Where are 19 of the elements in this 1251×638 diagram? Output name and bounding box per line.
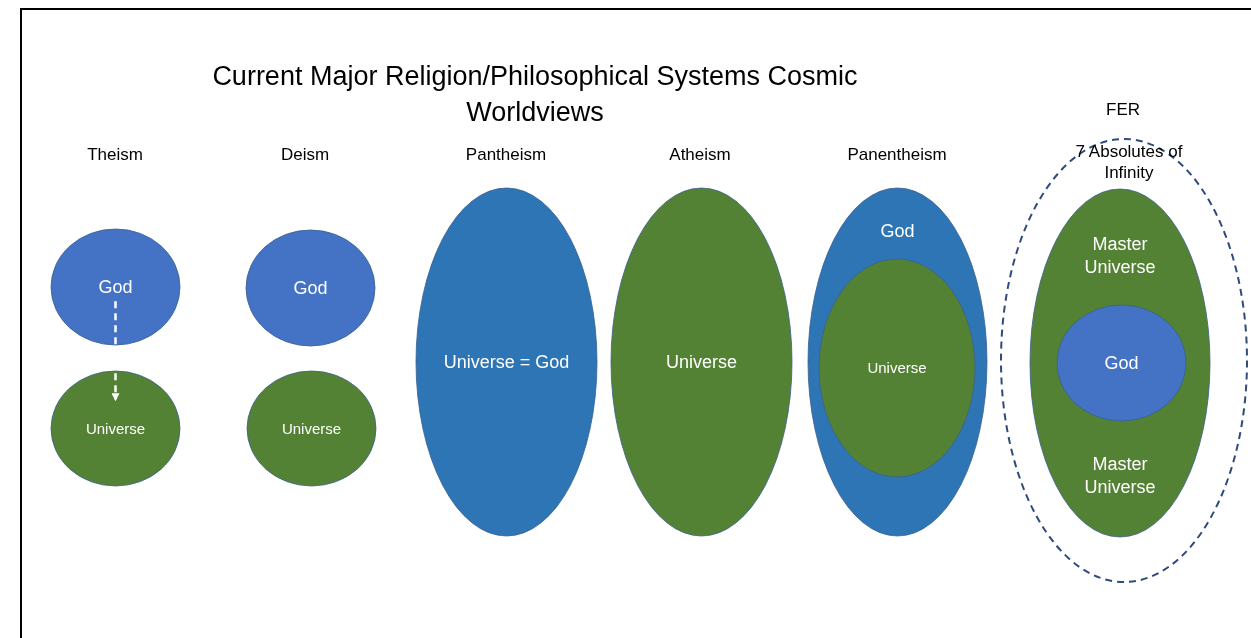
- diagram-title: Current Major Religion/Philosophical Systems Cosmic Worldviews: [211, 60, 859, 130]
- ellipse-label: Universe: [866, 358, 928, 378]
- ellipse-label: Master Universe: [1083, 453, 1157, 498]
- column-heading: Atheism: [669, 145, 731, 165]
- column-heading: Theism: [87, 145, 143, 165]
- ellipse-label: Universe: [84, 419, 147, 438]
- ellipse-label: God: [1103, 351, 1140, 375]
- ellipse-label: Master Universe: [1083, 233, 1157, 278]
- column-heading: Pantheism: [465, 145, 547, 165]
- ellipse-label: Universe: [664, 350, 738, 374]
- ellipse-label: Universe: [280, 419, 343, 438]
- column-heading: FER: [1106, 100, 1140, 120]
- ellipse-label: God: [292, 276, 329, 300]
- ellipse-label: God: [879, 220, 916, 243]
- column-heading: Panentheism: [847, 145, 947, 165]
- ellipse-label: God: [97, 275, 134, 299]
- column-heading: Deism: [280, 145, 330, 165]
- dashed-arrow: [111, 301, 120, 402]
- ellipse-label: Universe = God: [442, 350, 571, 374]
